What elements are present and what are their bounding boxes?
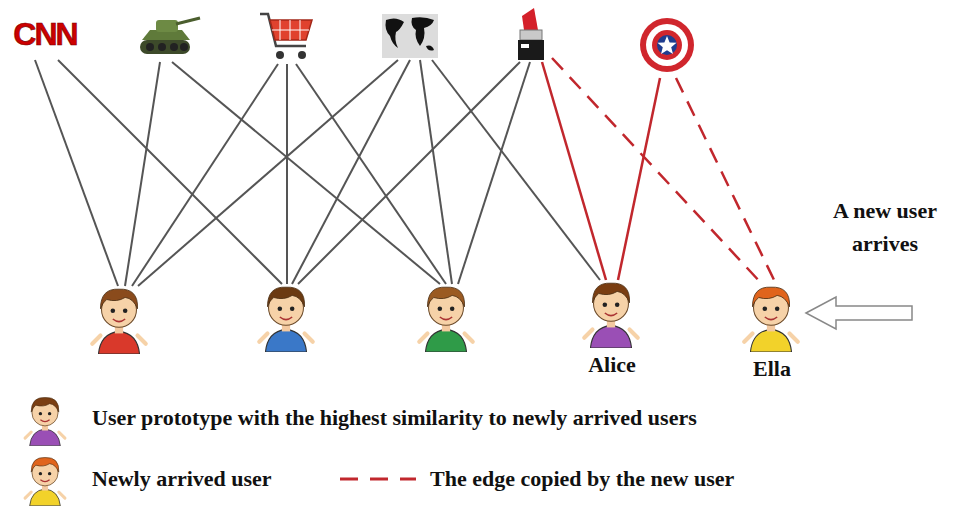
legend-avatar	[25, 457, 65, 505]
legend-avatar	[25, 397, 65, 445]
user-avatar	[744, 287, 797, 352]
legend-text: User prototype with the highest similari…	[92, 405, 697, 431]
user-name: Ella	[752, 356, 792, 382]
user-avatar	[584, 283, 637, 348]
legend-text: The edge copied by the new user	[430, 466, 734, 492]
user-node: Ella	[748, 356, 796, 386]
user-avatar	[92, 289, 145, 354]
arrival-arrow	[806, 297, 912, 329]
world-map-icon	[382, 14, 438, 58]
annotation: A new user arrives	[815, 194, 955, 260]
lipstick-icon	[518, 8, 544, 60]
legend-dash	[340, 478, 416, 481]
copied-edges	[542, 58, 776, 284]
user-avatar	[419, 287, 472, 352]
user-name: Alice	[587, 352, 637, 378]
user-node: Alice	[583, 352, 641, 382]
user-avatar	[259, 287, 312, 352]
cart-icon	[260, 14, 312, 59]
legend-text: Newly arrived user	[92, 466, 272, 492]
shield-icon	[640, 18, 694, 72]
graph-edges	[35, 60, 600, 286]
logo-text: CNN	[0, 16, 90, 52]
tank-icon	[140, 18, 200, 54]
